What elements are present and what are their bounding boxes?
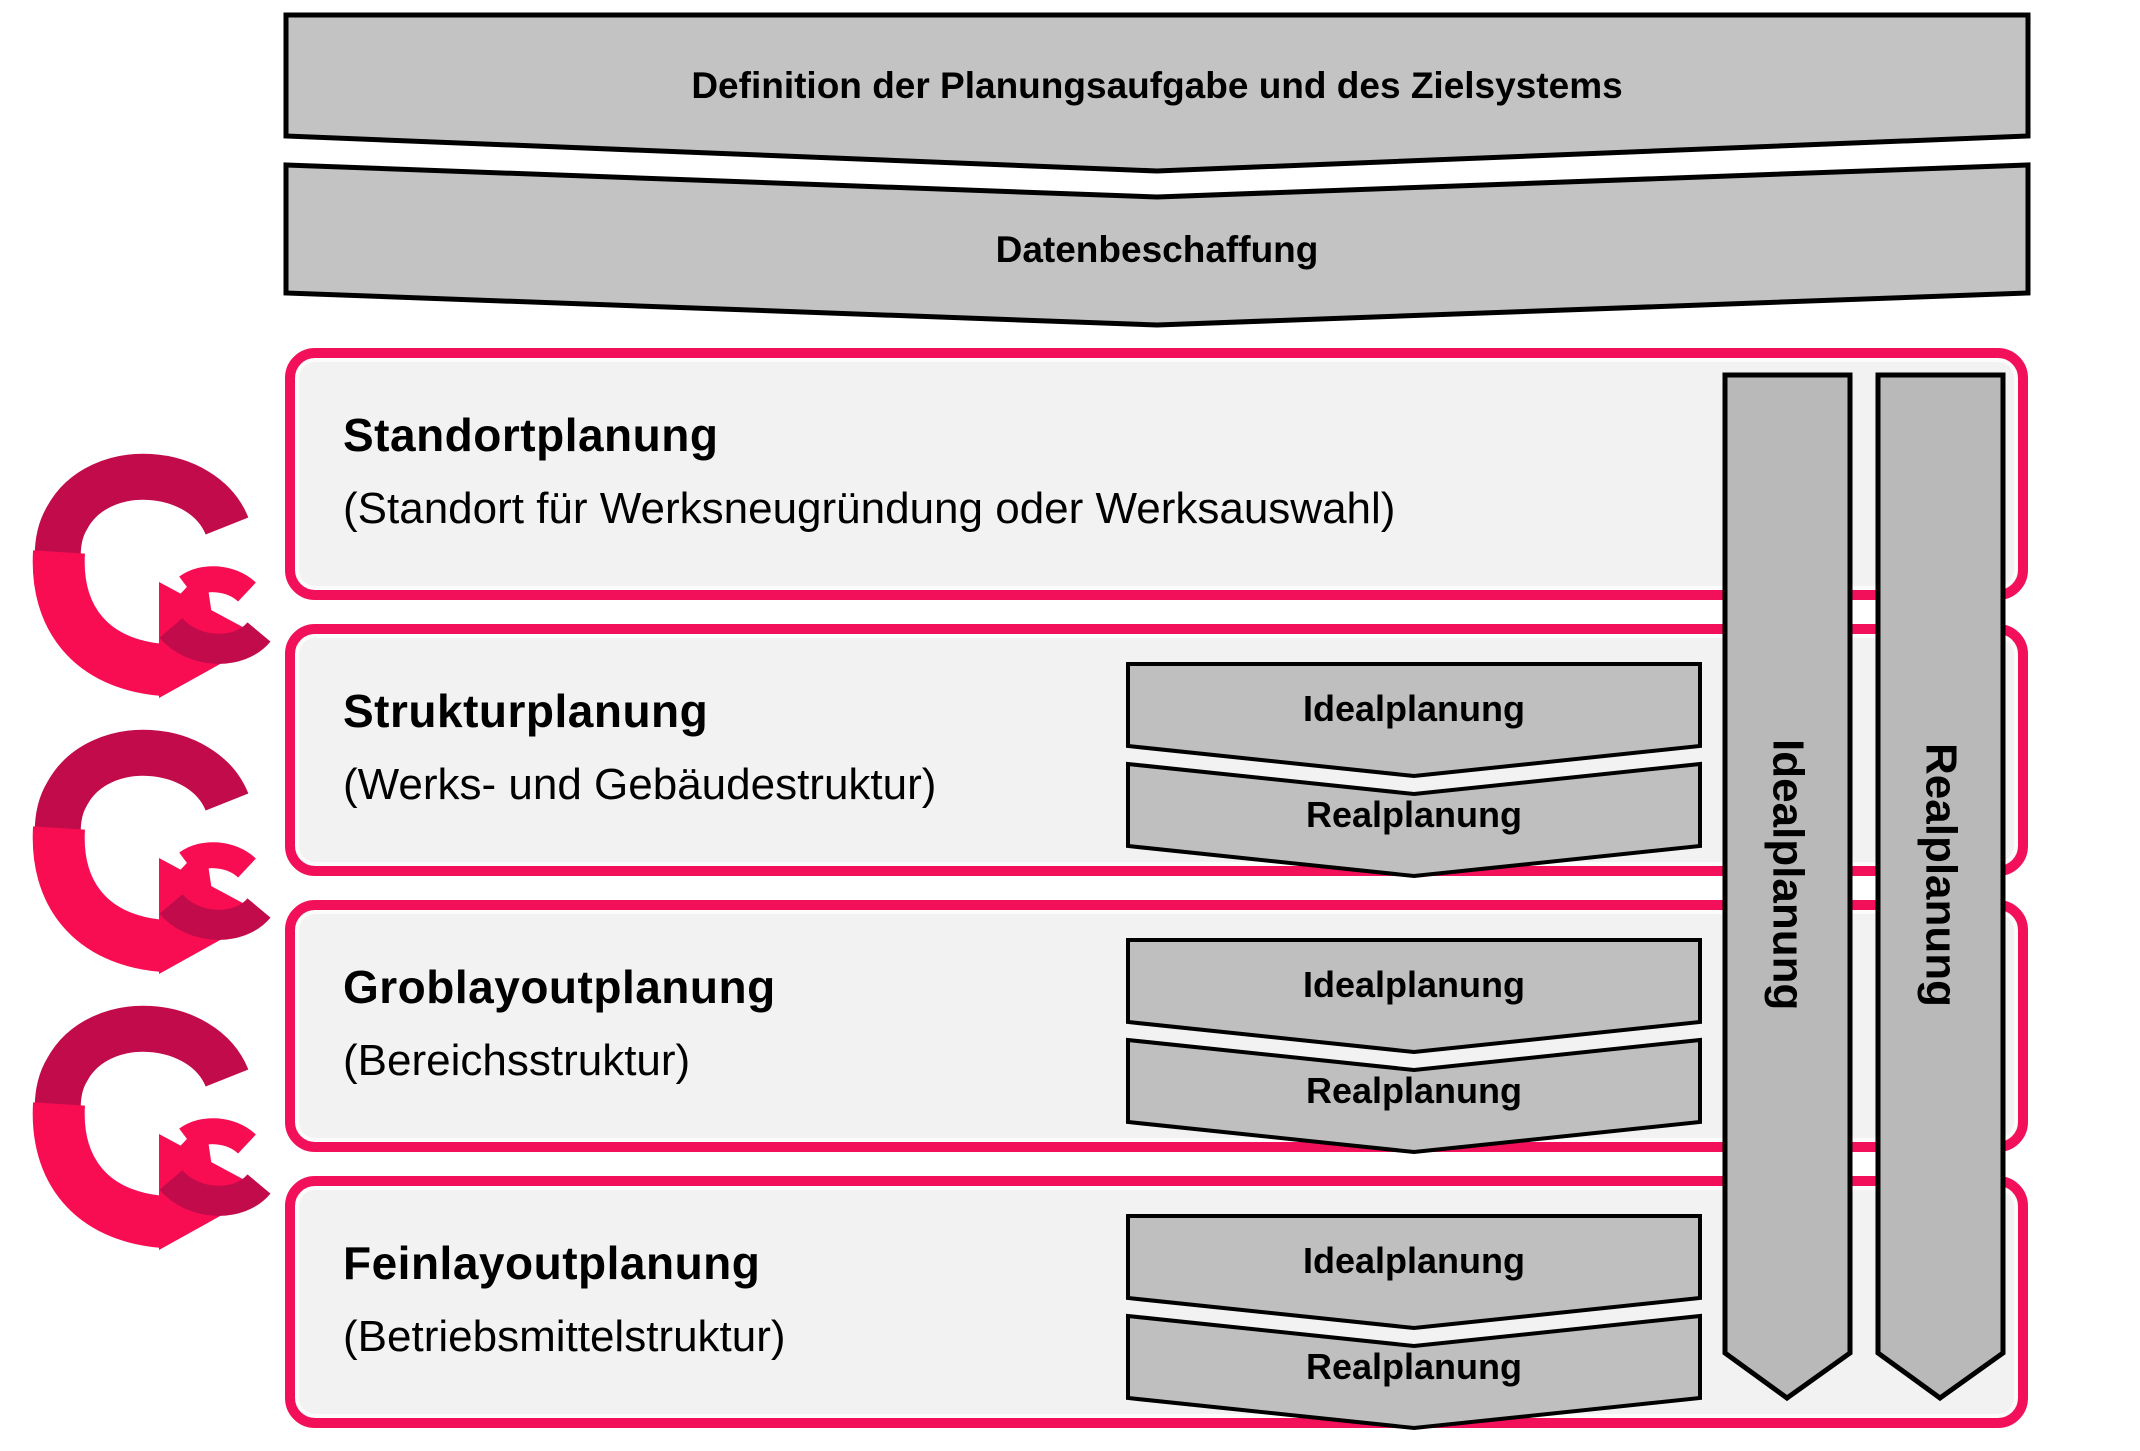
box-subtitle: (Werks- und Gebäudestruktur) — [343, 760, 937, 809]
chevron-label-real: Realplanung — [1305, 1070, 1523, 1111]
banner-datenbeschaffung-shape — [283, 162, 2031, 328]
banner-definition-shape — [283, 12, 2031, 174]
banner-definition-label: Definition der Planungsaufgabe und des Z… — [691, 65, 1622, 106]
vertical-bar-idealplanung-label: Idealplanung — [1763, 739, 1813, 1011]
spiral-arrow-3 — [58, 1029, 265, 1250]
vertical-bar-idealplanung-shape — [1722, 372, 1853, 1402]
spiral-arrow-1 — [58, 477, 265, 698]
box-subtitle: (Betriebsmittelstruktur) — [343, 1312, 786, 1361]
banner-datenbeschaffung-label: Datenbeschaffung — [996, 229, 1319, 270]
chevron-label-real: Realplanung — [1305, 794, 1523, 835]
box-subtitle: (Standort für Werksneugründung oder Werk… — [343, 484, 1396, 533]
box-title: Groblayoutplanung — [343, 961, 776, 1013]
vertical-bar-realplanung-shape — [1875, 372, 2006, 1402]
chevron-label-ideal: Idealplanung — [1302, 964, 1525, 1005]
vertical-bar-realplanung-label: Realplanung — [1916, 742, 1966, 1008]
box-title: Standortplanung — [343, 409, 719, 461]
spiral-arrow-2 — [58, 753, 265, 974]
box-title: Feinlayoutplanung — [343, 1237, 761, 1289]
box-title: Strukturplanung — [343, 685, 709, 737]
chevron-label-ideal: Idealplanung — [1302, 688, 1525, 729]
chevron-label-real: Realplanung — [1305, 1346, 1523, 1387]
box-subtitle: (Bereichsstruktur) — [343, 1036, 691, 1085]
chevron-label-ideal: Idealplanung — [1302, 1240, 1525, 1281]
